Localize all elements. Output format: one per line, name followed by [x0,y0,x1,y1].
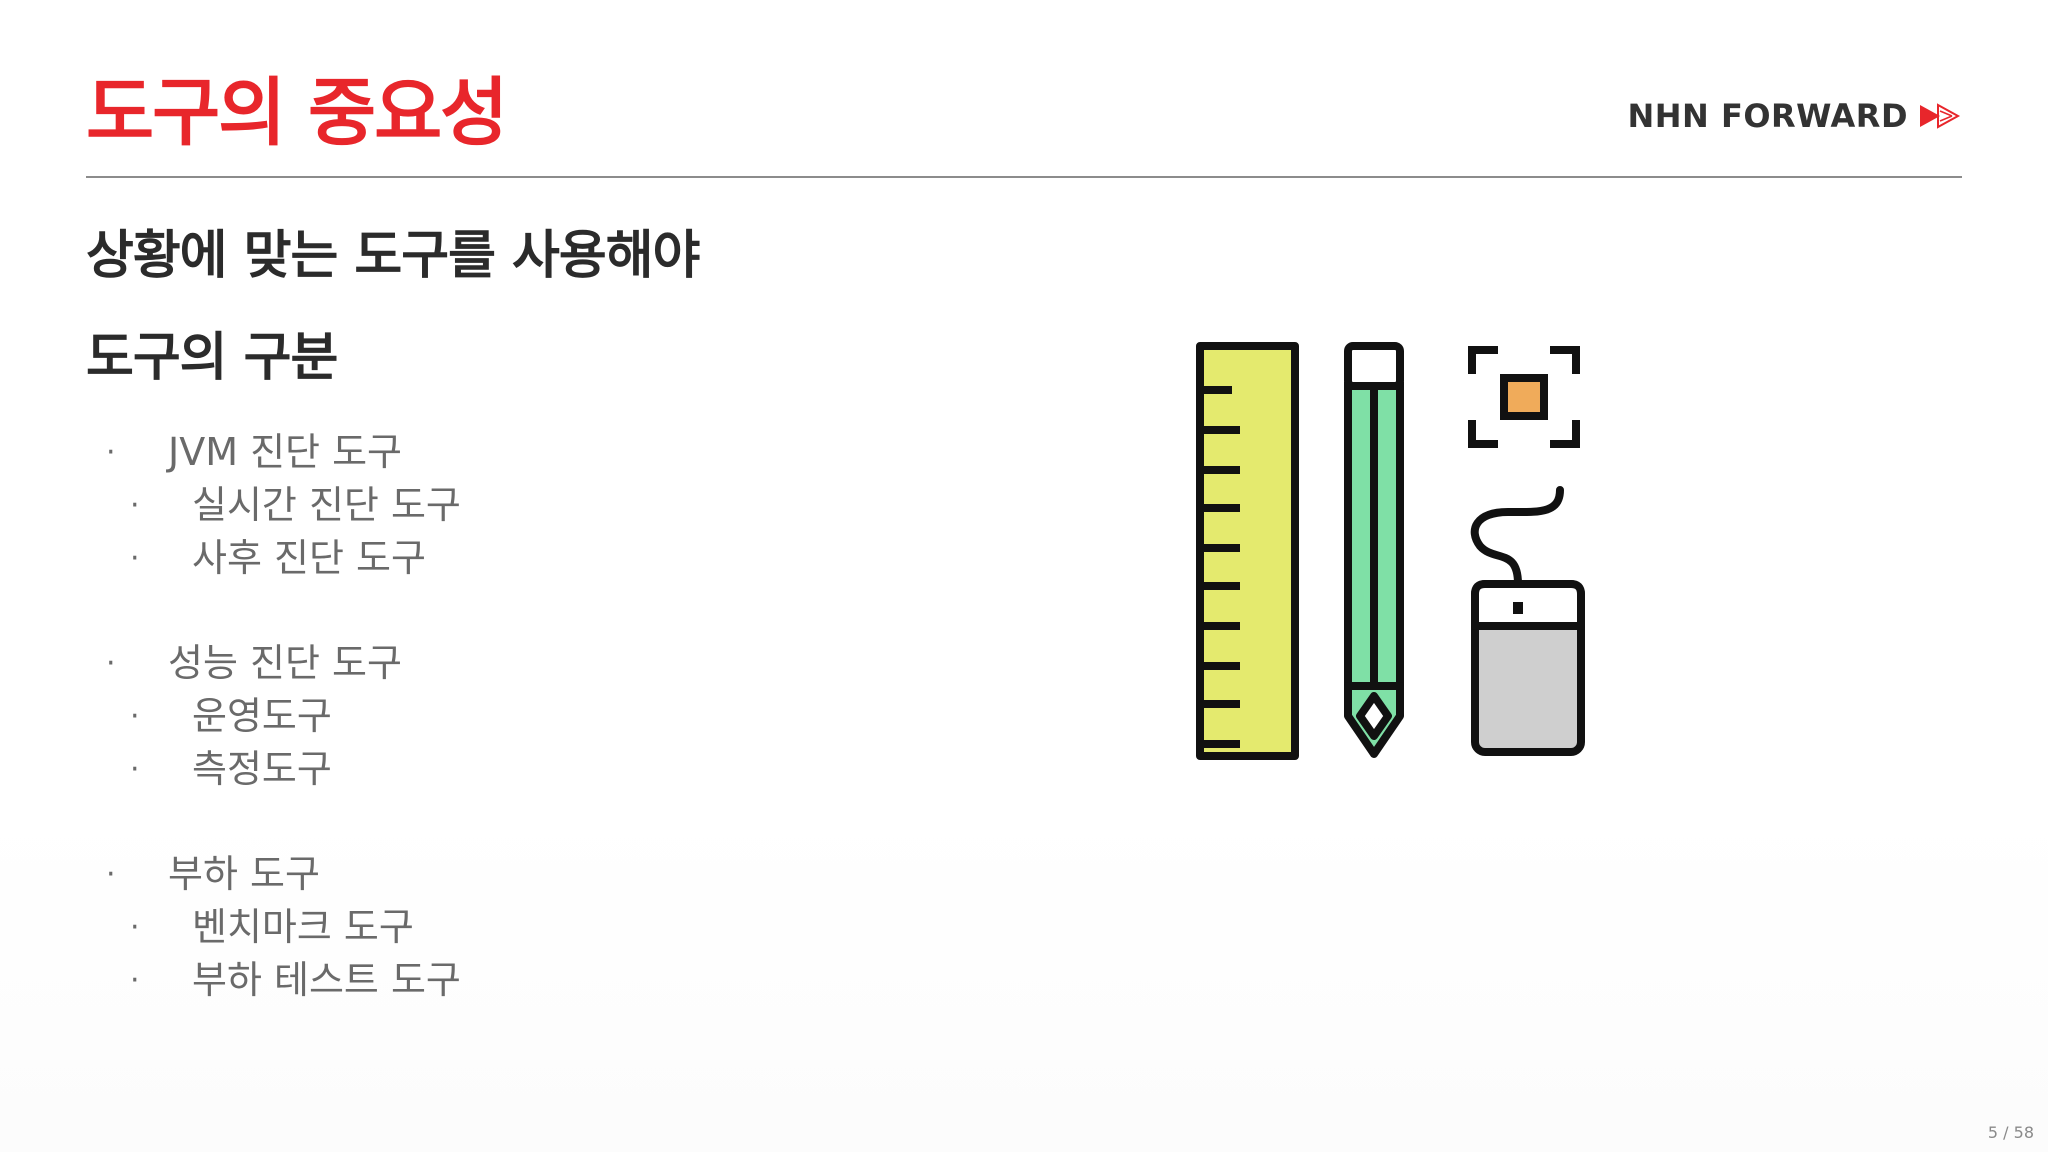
outline-item-label: 부하 도구 [168,852,320,896]
outline-item-label: JVM 진단 도구 [168,430,402,474]
outline-subitem-label: 부하 테스트 도구 [192,958,461,1002]
outline-subitem: · 벤치마크 도구 [100,901,1000,954]
pencil-icon [1344,342,1404,758]
outline-subitem-label: 실시간 진단 도구 [192,483,461,527]
ruler-icon [1196,342,1299,760]
bullet-dot: · [130,963,140,998]
page-number: 5 / 58 [1987,1123,2034,1142]
outline-subitem: · 측정도구 [100,743,1000,796]
outline-subitem-label: 측정도구 [192,747,332,791]
outline-subitem-label: 운영도구 [192,694,332,738]
bullet-dot: · [130,541,140,576]
bullet-dot: · [130,752,140,787]
outline-subitem: · 운영도구 [100,690,1000,743]
focus-frame-icon [1468,346,1580,448]
tools-illustration [1196,342,1585,760]
mouse-icon [1470,486,1585,756]
subtitle-sections: 도구의 구분 [86,328,338,388]
slide-title: 도구의 중요성 [86,70,508,156]
outline-item: · 성능 진단 도구 [100,637,1000,690]
brand-logo: NHN FORWARD [1627,96,1962,136]
bullet-dot: · [130,910,140,945]
bullet-dot: · [106,435,116,470]
outline-item: · JVM 진단 도구 [100,426,1000,479]
outline-group-load: · 부하 도구 · 벤치마크 도구 · 부하 테스트 도구 [100,848,1000,1007]
tool-outline: · JVM 진단 도구 · 실시간 진단 도구 · 사후 진단 도구 · 성능 … [100,426,1000,1059]
bullet-dot: · [106,646,116,681]
outline-item-label: 성능 진단 도구 [168,641,402,685]
bullet-dot: · [130,699,140,734]
outline-item: · 부하 도구 [100,848,1000,901]
title-divider [86,176,1962,178]
brand-text: NHN FORWARD [1627,97,1908,135]
outline-subitem: · 실시간 진단 도구 [100,479,1000,532]
bullet-dot: · [130,488,140,523]
subtitle-main: 상황에 맞는 도구를 사용해야 [86,226,700,286]
outline-group-jvm: · JVM 진단 도구 · 실시간 진단 도구 · 사후 진단 도구 [100,426,1000,585]
forward-arrows-icon [1920,103,1961,129]
outline-subitem-label: 벤치마크 도구 [192,905,414,949]
outline-subitem: · 부하 테스트 도구 [100,954,1000,1007]
outline-subitem-label: 사후 진단 도구 [192,536,426,580]
outline-group-performance: · 성능 진단 도구 · 운영도구 · 측정도구 [100,637,1000,796]
outline-subitem: · 사후 진단 도구 [100,532,1000,585]
bullet-dot: · [106,857,116,892]
